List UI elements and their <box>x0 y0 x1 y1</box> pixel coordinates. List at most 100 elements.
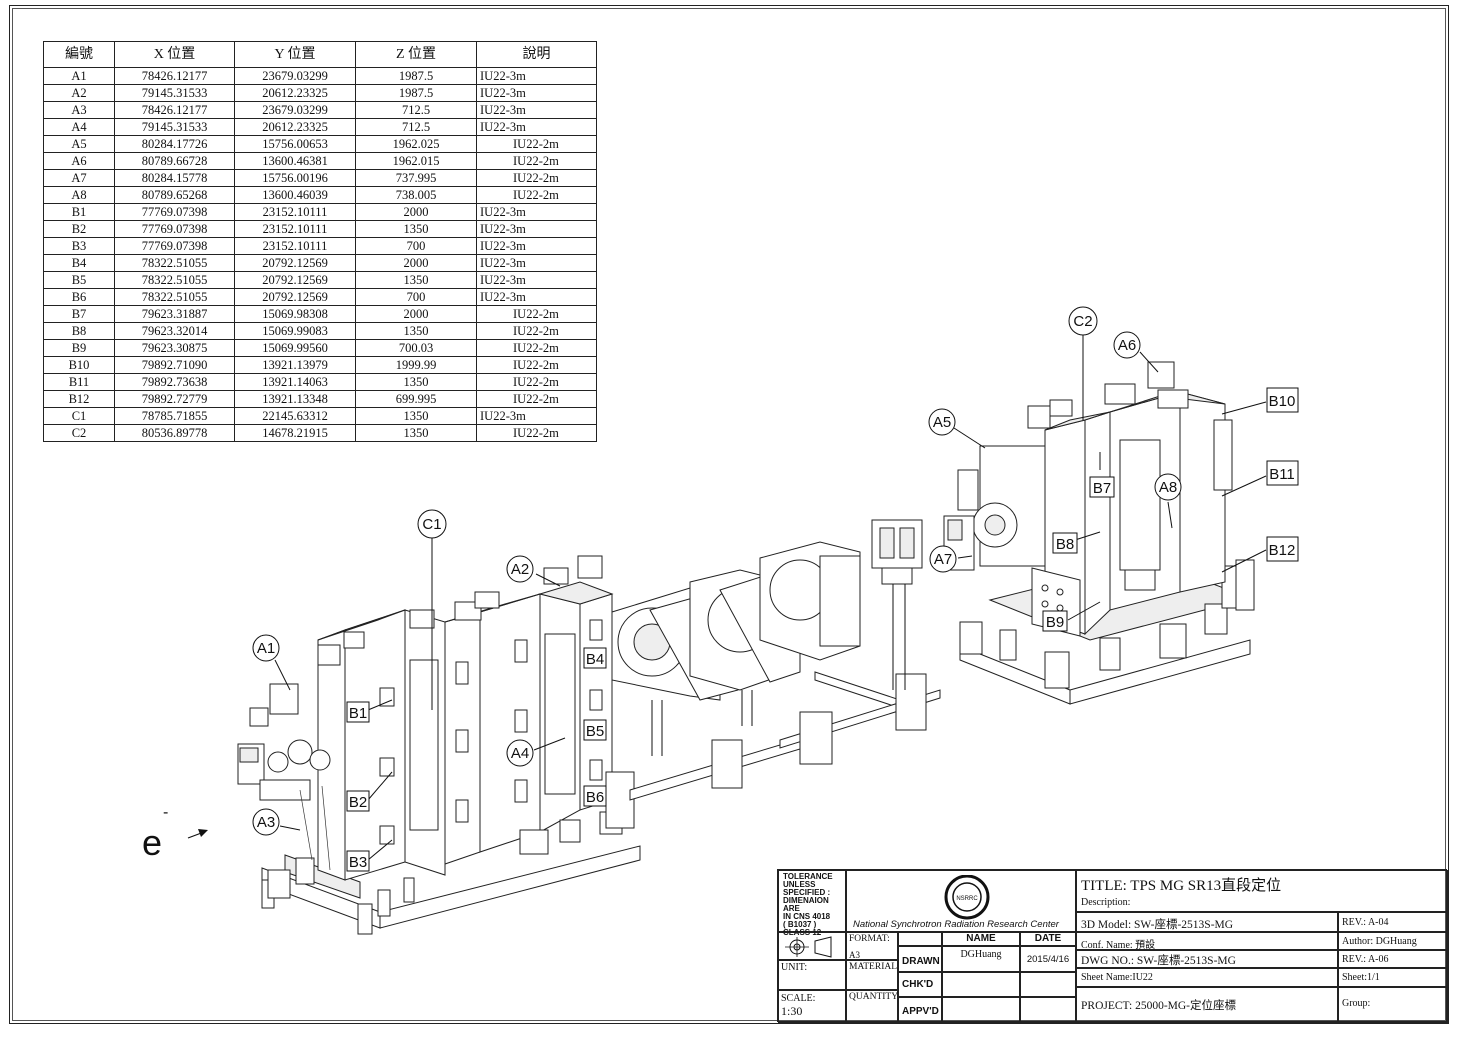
quantity-label: QUANTITY: <box>849 992 900 1002</box>
table-cell-id: A6 <box>43 152 115 170</box>
title-cell: TITLE: TPS MG SR13直段定位 Description: <box>1076 870 1448 912</box>
callout-b3: B3 <box>346 850 370 872</box>
svg-text:A4: A4 <box>511 745 529 762</box>
table-cell-y: 13600.46381 <box>234 152 356 170</box>
svg-text:A1: A1 <box>257 640 275 657</box>
svg-text:C1: C1 <box>422 516 441 533</box>
rev2-cell: REV.: A-06 <box>1338 950 1448 968</box>
callout-b2: B2 <box>346 790 370 812</box>
svg-text:A3: A3 <box>257 814 275 831</box>
project: PROJECT: 25000-MG-定位座標 <box>1081 1000 1237 1012</box>
callout-b11: B11 <box>1266 460 1299 486</box>
callout-a8: A8 <box>1154 473 1182 501</box>
svg-text:C2: C2 <box>1073 313 1092 330</box>
table-cell-x: 80536.89778 <box>114 424 235 442</box>
callout-a6: A6 <box>1113 331 1141 359</box>
description-label: Description: <box>1081 897 1131 908</box>
callout-a3: A3 <box>252 808 280 836</box>
svg-text:A6: A6 <box>1118 337 1136 354</box>
appvd-cell: APPV'D <box>898 997 942 1023</box>
callout-c2: C2 <box>1068 306 1098 336</box>
callout-a5: A5 <box>928 408 956 436</box>
scale-cell: SCALE: 1:30 <box>778 990 846 1023</box>
table-header-row: 編號 X 位置 Y 位置 Z 位置 說明 <box>43 41 597 68</box>
beam-arrow-icon <box>187 829 208 839</box>
svg-text:B6: B6 <box>586 789 604 806</box>
table-cell-x: 79623.32014 <box>114 322 235 340</box>
table-cell-z: 1350 <box>355 271 477 289</box>
quantity-cell: QUANTITY: <box>846 990 900 1023</box>
chkd-label: CHK'D <box>902 979 934 990</box>
author: Author: DGHuang <box>1342 936 1417 947</box>
svg-text:B12: B12 <box>1269 542 1296 559</box>
rev1-cell: REV.: A-04 <box>1338 912 1448 932</box>
callout-a2: A2 <box>506 555 534 583</box>
svg-text:B11: B11 <box>1269 466 1295 483</box>
svg-text:B7: B7 <box>1093 480 1111 497</box>
table-cell-z: 699.995 <box>355 390 477 408</box>
table-cell-id: A3 <box>43 101 115 119</box>
table-cell-x: 78322.51055 <box>114 288 235 306</box>
left-girder-assembly <box>237 555 641 935</box>
table-cell-x: 79892.72779 <box>114 390 235 408</box>
table-cell-desc: IU22-3m <box>476 203 597 221</box>
table-cell-x: 79623.30875 <box>114 339 235 357</box>
drawing-border <box>9 5 1449 1024</box>
appvd-date-cell <box>1020 997 1076 1023</box>
svg-text:B8: B8 <box>1056 536 1074 553</box>
table-cell-desc: IU22-3m <box>476 254 597 272</box>
table-cell-z: 1350 <box>355 220 477 238</box>
table-cell-id: B7 <box>43 305 115 323</box>
chkd-date-cell <box>1020 972 1076 997</box>
table-cell-y: 23152.10111 <box>234 237 356 255</box>
table-cell-y: 20612.23325 <box>234 118 356 136</box>
sheet-name: Sheet Name:IU22 <box>1081 972 1153 983</box>
callout-c1: C1 <box>417 509 447 539</box>
name-header-cell: NAME <box>942 932 1020 946</box>
name-header: NAME <box>966 933 996 944</box>
author-cell: Author: DGHuang <box>1338 932 1448 950</box>
sheet-name-cell: Sheet Name:IU22 <box>1076 968 1338 987</box>
model-3d: 3D Model: SW-座標-2513S-MG <box>1081 919 1234 931</box>
title-block: TOLERANCE UNLESS SPECIFIED : DIMENAION A… <box>777 869 1448 1023</box>
table-cell-desc: IU22-3m <box>476 271 597 289</box>
drawn-date-cell: 2015/4/16 <box>1020 946 1076 972</box>
table-cell-x: 79892.71090 <box>114 356 235 374</box>
table-cell-id: A2 <box>43 84 115 102</box>
svg-text:B10: B10 <box>1269 393 1296 410</box>
dwg-cell: DWG NO.: SW-座標-2513S-MG <box>1076 950 1338 968</box>
table-cell-desc: IU22-2m <box>476 424 597 442</box>
table-cell-z: 1350 <box>355 322 477 340</box>
callout-b10: B10 <box>1266 387 1299 413</box>
table-cell-y: 14678.21915 <box>234 424 356 442</box>
callout-b1: B1 <box>346 701 370 723</box>
appvd-label: APPV'D <box>902 1006 939 1017</box>
table-cell-id: B10 <box>43 356 115 374</box>
format-cell: FORMAT: A3 <box>846 932 898 960</box>
callout-a7: A7 <box>929 545 957 573</box>
table-cell-x: 79623.31887 <box>114 305 235 323</box>
col-header-x: X 位置 <box>114 41 235 68</box>
svg-text:B5: B5 <box>586 723 604 740</box>
table-cell-y: 22145.63312 <box>234 407 356 425</box>
callout-a4: A4 <box>506 739 534 767</box>
table-cell-x: 79145.31533 <box>114 84 235 102</box>
svg-text:B9: B9 <box>1046 614 1064 631</box>
drawing-title: TITLE: TPS MG SR13直段定位 <box>1081 878 1282 894</box>
institution-name: National Synchrotron Radiation Research … <box>853 919 1059 930</box>
right-girder-assembly <box>943 361 1255 705</box>
drawn-date: 2015/4/16 <box>1026 954 1070 965</box>
callout-b6: B6 <box>583 785 607 807</box>
table-cell-z: 1987.5 <box>355 84 477 102</box>
scale-label: SCALE: <box>781 993 816 1004</box>
callout-b12: B12 <box>1266 536 1299 562</box>
